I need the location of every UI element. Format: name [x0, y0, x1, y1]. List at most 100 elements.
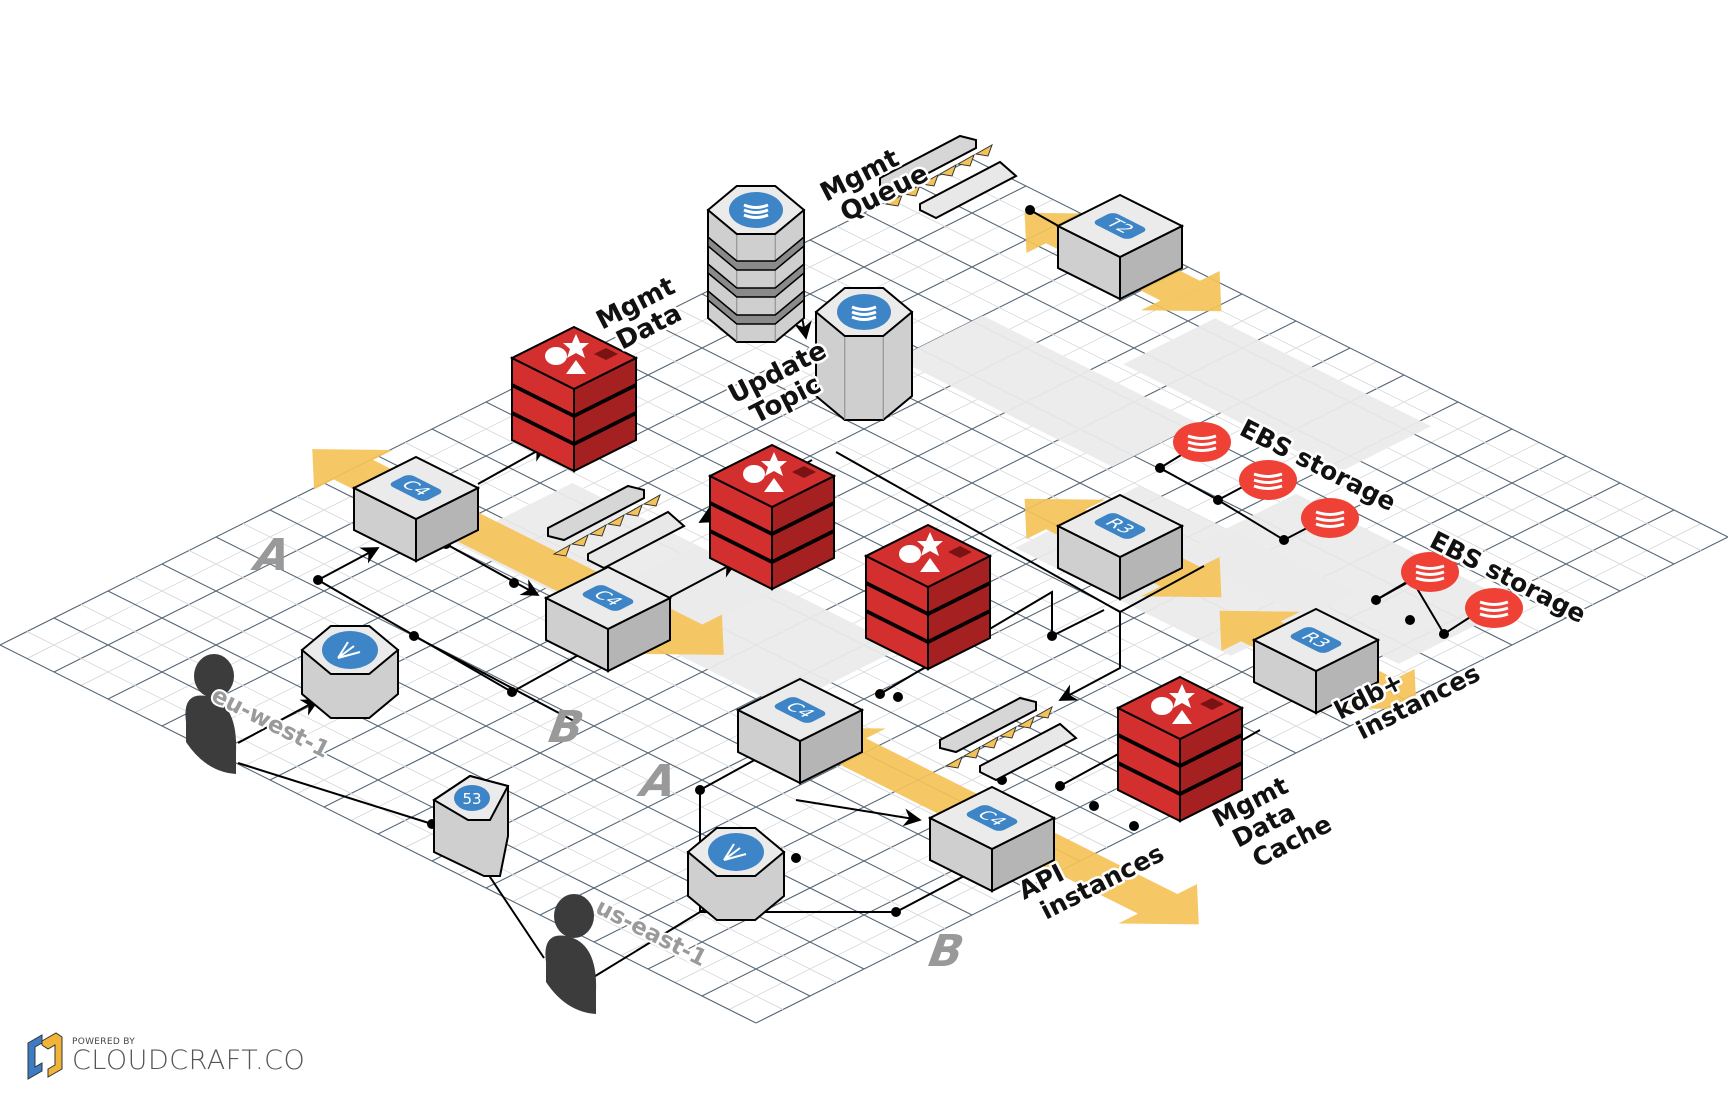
load-balancer-glyph	[337, 641, 361, 659]
connector-junction	[1025, 205, 1035, 215]
sqs-mgmt-queue	[879, 134, 1018, 220]
connector-junction	[891, 907, 901, 917]
triangle-shape-icon	[920, 558, 940, 572]
sqs-eu	[547, 484, 686, 570]
queue-bar-bottom	[587, 510, 686, 570]
connector-junction	[1279, 535, 1289, 545]
user-head-icon	[554, 894, 594, 938]
redis-layer-right	[771, 502, 835, 563]
ec2-t2-instance: T2	[1055, 193, 1185, 301]
message-arrow-icon	[642, 493, 661, 507]
queue-bar-top	[879, 134, 977, 192]
connector-junction	[1055, 781, 1065, 791]
grid-line	[458, 415, 1216, 794]
conn-c4-us-a-to-b	[795, 799, 922, 827]
message-arrow-icon	[920, 173, 939, 187]
ec2-c4-us-b: C4	[927, 785, 1057, 893]
star-shape-icon	[917, 532, 943, 556]
cylinder-band	[707, 262, 805, 298]
connector-junction	[875, 689, 885, 699]
connector-junction	[313, 575, 323, 585]
connector-junction	[1129, 821, 1139, 831]
conn-user-eu-route53	[237, 762, 433, 825]
circle-shape-icon	[743, 465, 765, 483]
grid-line	[296, 496, 1054, 875]
message-arrow-icon	[1034, 705, 1053, 719]
ebs-stripe	[1253, 484, 1283, 490]
message-arrow-icon	[956, 153, 975, 167]
ec2-r3-kdb-2: R3	[1251, 607, 1381, 715]
ebs-stripe	[1479, 606, 1509, 612]
sns-icon	[837, 294, 891, 330]
ebs-stripe	[1415, 570, 1445, 576]
zone-pad-us-b	[1177, 493, 1518, 664]
ec2-c4-us-a: C4	[735, 677, 865, 785]
ebs-volume-icon	[1239, 460, 1297, 500]
triangle-shape-icon	[1172, 710, 1192, 724]
conn-queue-t2	[1029, 209, 1063, 229]
conn-user-eu-elb	[237, 699, 320, 744]
ebs-stripe	[1187, 446, 1217, 452]
message-arrow-icon	[588, 523, 607, 537]
instance-badge	[582, 585, 634, 611]
connector-junction	[791, 853, 801, 863]
redis-top	[1115, 675, 1245, 741]
route53-text: 53	[462, 790, 481, 808]
connector-junction	[1213, 495, 1223, 505]
connector-junction	[1405, 615, 1415, 625]
connector-junction	[509, 578, 519, 588]
ec2-r3-kdb-1: R3	[1055, 493, 1185, 601]
instance-badge	[390, 475, 442, 501]
connector-junction	[1089, 801, 1099, 811]
conn-to-us-redis	[1058, 612, 1121, 701]
instance-badge	[966, 805, 1018, 831]
elasticache-us-a	[863, 523, 993, 671]
circle-shape-icon	[1151, 697, 1173, 715]
cloudcraft-logo[interactable]: POWERED BY CLOUDCRAFT.CO	[24, 1028, 305, 1084]
grid-line	[26, 631, 784, 1010]
connector-junction	[893, 692, 903, 702]
ebs-stripe	[1187, 440, 1217, 446]
icon-stripe	[851, 315, 877, 321]
connector-junction	[1047, 631, 1057, 641]
ebs-stripe	[1253, 478, 1283, 484]
conn-route53-user-us	[483, 867, 545, 959]
ebs-volume-icon	[1173, 422, 1231, 462]
ebs-volume-3	[1301, 498, 1359, 538]
icon-stripe	[743, 203, 769, 209]
load-balancer-glyph	[723, 843, 747, 861]
message-arrow-icon	[1016, 715, 1035, 729]
message-arrow-icon	[944, 755, 963, 769]
redis-top	[707, 443, 837, 509]
redis-layer-right	[927, 582, 991, 643]
grid-line	[269, 509, 1027, 889]
ec2-c4-eu-a: C4	[351, 455, 481, 563]
elb-eu-west-1	[300, 625, 400, 719]
instance-badge	[1094, 213, 1146, 239]
star-shape-icon	[1169, 684, 1195, 708]
grid-line	[620, 334, 1378, 713]
user-eu-west-1	[185, 654, 237, 774]
redis-layer-right	[1179, 762, 1243, 823]
grid-line	[0, 644, 757, 1024]
redis-layer-right	[1179, 734, 1243, 795]
elasticache-mgmt-data-cache	[1115, 675, 1245, 823]
powered-by-text: POWERED BY	[72, 1037, 136, 1047]
ebs-stripe	[1315, 516, 1345, 522]
ebs-stripe	[1315, 510, 1345, 516]
elb-us-east-1	[686, 827, 786, 921]
redis-layer-right	[771, 530, 835, 591]
zone-pad-kdb-2	[1123, 318, 1431, 473]
ebs-volume-1	[1173, 422, 1231, 462]
grid-line	[215, 536, 973, 916]
icon-stripe	[851, 310, 877, 316]
icon-stripe	[743, 213, 769, 219]
grid-line	[593, 347, 1351, 727]
ebs-volume-4	[1401, 552, 1459, 592]
route53-shield-icon	[454, 785, 490, 811]
redis-layer-right	[573, 384, 637, 445]
message-arrow-icon	[974, 143, 993, 157]
connector-junction	[1439, 629, 1449, 639]
user-head-icon	[194, 654, 234, 698]
triangle-shape-icon	[566, 360, 586, 374]
